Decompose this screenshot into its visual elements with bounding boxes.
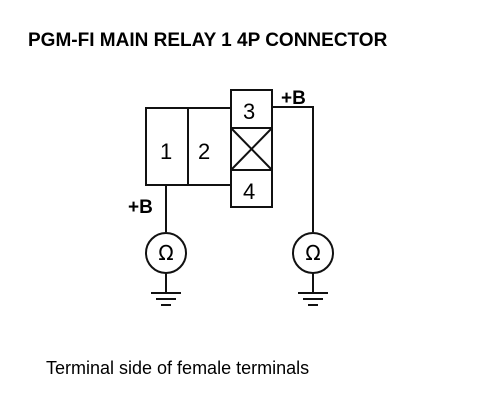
right-probe-lead: +B bbox=[272, 88, 314, 232]
diagram-caption: Terminal side of female terminals bbox=[46, 358, 309, 378]
right-supply-label: +B bbox=[281, 88, 306, 109]
right-ground-icon bbox=[298, 292, 328, 306]
left-probe-lead: +B bbox=[128, 185, 167, 232]
pin-2-label: 2 bbox=[198, 139, 210, 164]
left-ohmmeter-icon: Ω bbox=[145, 232, 187, 293]
diagram-title: PGM-FI MAIN RELAY 1 4P CONNECTOR bbox=[28, 30, 388, 51]
left-ohm-symbol: Ω bbox=[158, 241, 173, 265]
connector-4p: 1 2 3 4 bbox=[145, 89, 273, 208]
pin-3-label: 3 bbox=[243, 99, 255, 124]
pin-1-label: 1 bbox=[160, 139, 172, 164]
left-supply-label: +B bbox=[128, 197, 153, 218]
blocked-cavity-icon bbox=[230, 127, 273, 171]
pin-4-label: 4 bbox=[243, 179, 255, 204]
right-ohmmeter-icon: Ω bbox=[292, 232, 334, 293]
left-ground-icon bbox=[151, 292, 181, 306]
right-ohm-symbol: Ω bbox=[305, 241, 320, 265]
